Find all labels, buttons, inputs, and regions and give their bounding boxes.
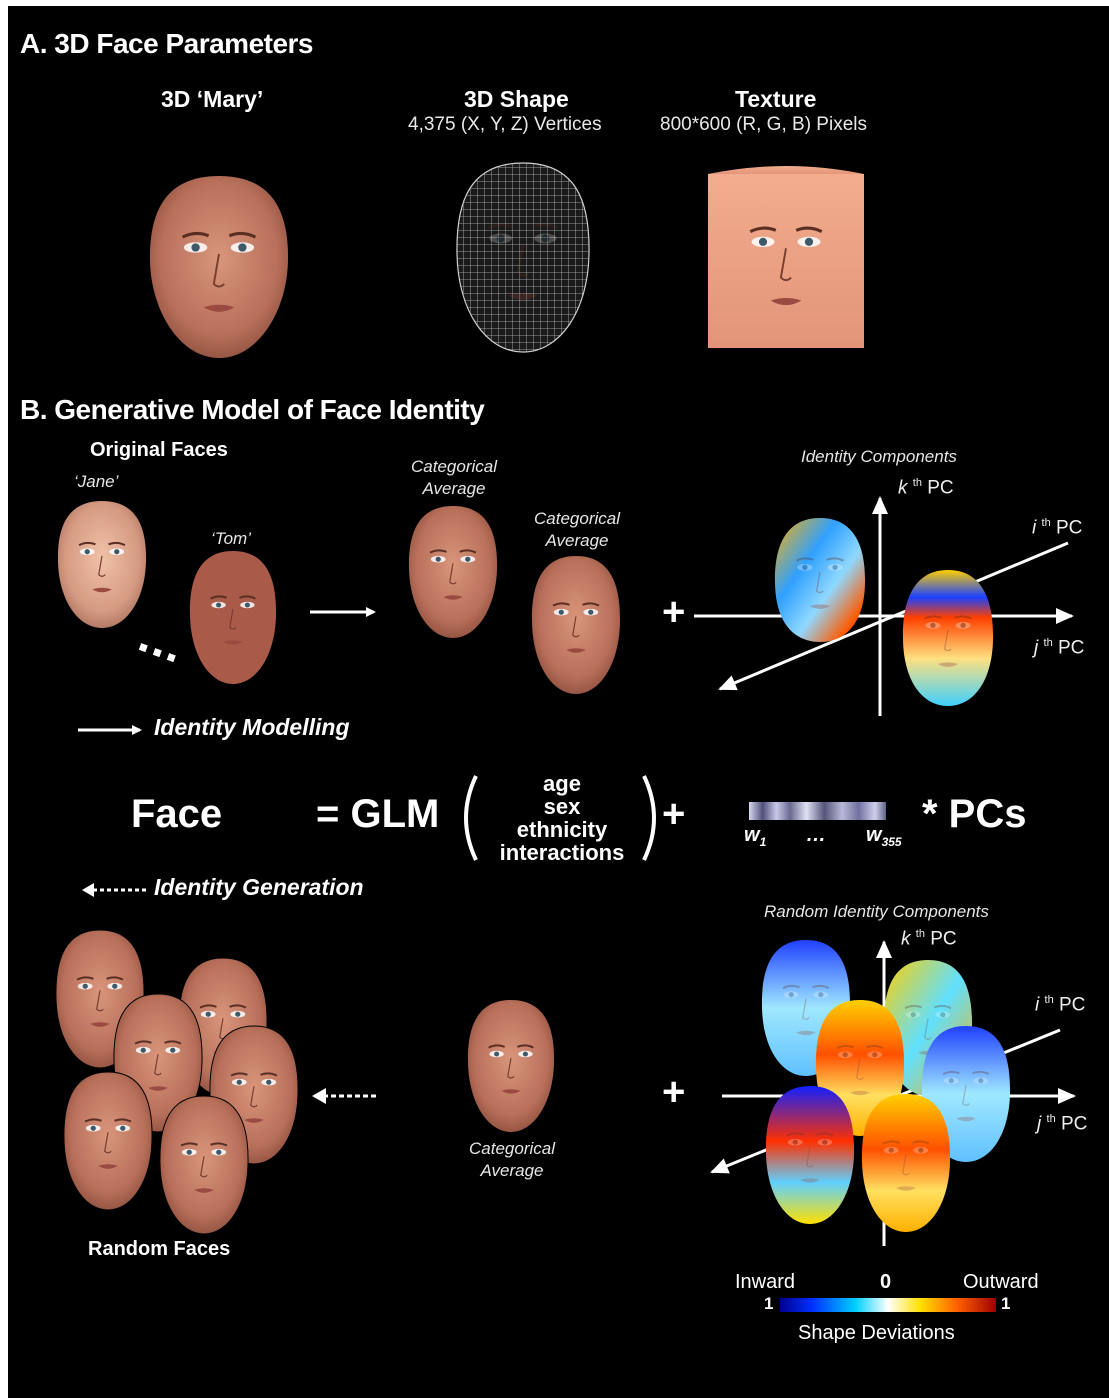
mary-face-image <box>150 176 288 358</box>
categorical-line: Categorical <box>529 508 625 530</box>
term-interactions: interactions <box>482 841 642 864</box>
pc-text: PC <box>1059 994 1085 1015</box>
i-pc-label-top: i th PC <box>1032 517 1082 539</box>
equation-left-paren <box>466 776 476 860</box>
random-component-face <box>766 1086 854 1224</box>
section-b-heading: B. Generative Model of Face Identity <box>20 394 484 426</box>
term-ethnicity: ethnicity <box>482 818 642 841</box>
random-faces-label: Random Faces <box>88 1238 230 1261</box>
w-sub: 1 <box>760 835 767 849</box>
plus-sign-top: + <box>662 590 685 635</box>
generation-arrow-dashed <box>312 1088 376 1104</box>
categorical-average-label-2: Categorical Average <box>529 508 625 552</box>
j-pc-label-top: j th PC <box>1034 637 1084 659</box>
random-face <box>160 1096 248 1234</box>
i-letter: i <box>1035 994 1039 1015</box>
categorical-average-face-2 <box>532 556 620 694</box>
categorical-average-face-1 <box>409 506 497 638</box>
tom-face-image <box>190 551 276 684</box>
weight-dots: … <box>806 824 826 847</box>
equation-equals-glm: = GLM <box>316 792 439 837</box>
equation-right-paren <box>644 776 654 860</box>
weight-vector-bar <box>749 802 886 820</box>
section-a-heading: A. 3D Face Parameters <box>20 28 313 60</box>
j-pc-label-bottom: j th PC <box>1037 1113 1087 1135</box>
figure-graphics <box>8 6 1109 1398</box>
random-component-face <box>862 1094 950 1232</box>
jane-face-image <box>58 501 146 628</box>
random-identity-component-faces <box>762 940 1010 1232</box>
pc-text: PC <box>930 928 956 949</box>
th-sup: th <box>1045 994 1054 1006</box>
term-sex: sex <box>482 795 642 818</box>
plus-sign-bottom: + <box>662 1070 685 1115</box>
colorbar-title: Shape Deviations <box>798 1322 955 1345</box>
identity-modelling-label: Identity Modelling <box>154 714 350 741</box>
colorbar-right-value: 1 <box>1001 1294 1010 1314</box>
colorbar-outward-label: Outward <box>963 1271 1039 1294</box>
th-sup: th <box>1047 1113 1056 1125</box>
equation-face: Face <box>131 792 222 837</box>
identity-components-axes <box>694 498 1072 716</box>
random-identity-components-label: Random Identity Components <box>764 902 989 922</box>
th-sup: th <box>1044 637 1053 649</box>
texture-subtitle: 800*600 (R, G, B) Pixels <box>660 114 867 136</box>
equation-times-pcs: * PCs <box>922 792 1027 837</box>
categorical-line: Categorical <box>464 1138 560 1160</box>
colorbar-inward-label: Inward <box>735 1271 795 1294</box>
categorical-average-label-3: Categorical Average <box>464 1138 560 1182</box>
j-letter: j <box>1037 1113 1041 1134</box>
i-letter: i <box>1032 517 1036 538</box>
i-pc-label-bottom: i th PC <box>1035 994 1085 1016</box>
shape-subtitle: 4,375 (X, Y, Z) Vertices <box>408 114 602 136</box>
identity-components-label: Identity Components <box>801 447 957 467</box>
categorical-average-face-3 <box>468 1000 554 1132</box>
identity-component-face-1 <box>775 518 865 642</box>
colorbar-left-value: 1 <box>764 1294 773 1314</box>
ellipsis-dots <box>139 643 176 662</box>
k-letter: k <box>898 477 908 498</box>
k-pc-label-bottom: k th PC <box>901 928 957 950</box>
pc-text: PC <box>1058 637 1084 658</box>
th-sup: th <box>913 477 922 489</box>
identity-generation-arrow <box>82 883 146 897</box>
original-faces-label: Original Faces <box>90 439 228 462</box>
average-line: Average <box>464 1160 560 1182</box>
w-letter: w <box>744 824 760 846</box>
w-sub: 355 <box>882 835 902 849</box>
th-sup: th <box>916 928 925 940</box>
texture-title: Texture <box>735 86 816 113</box>
jane-label: ‘Jane’ <box>74 472 118 492</box>
equation-plus: + <box>662 792 685 837</box>
tom-label: ‘Tom’ <box>211 529 251 549</box>
pc-text: PC <box>1061 1113 1087 1134</box>
random-face <box>64 1072 152 1210</box>
equation-glm-terms: age sex ethnicity interactions <box>482 772 642 864</box>
k-pc-label-top: k th PC <box>898 477 954 499</box>
j-letter: j <box>1034 637 1038 658</box>
k-letter: k <box>901 928 911 949</box>
average-line: Average <box>529 530 625 552</box>
figure-panel: A. 3D Face Parameters 3D ‘Mary’ 3D Shape… <box>8 6 1109 1398</box>
weight-w355-label: w355 <box>866 824 902 849</box>
mary-title: 3D ‘Mary’ <box>161 86 263 113</box>
identity-generation-label: Identity Generation <box>154 874 364 901</box>
pc-text: PC <box>927 477 953 498</box>
shape-title: 3D Shape <box>464 86 569 113</box>
term-age: age <box>482 772 642 795</box>
categorical-average-label-1: Categorical Average <box>406 456 502 500</box>
w-letter: w <box>866 824 882 846</box>
colorbar-zero-label: 0 <box>880 1271 891 1294</box>
identity-component-face-2 <box>903 570 993 706</box>
pc-text: PC <box>1056 517 1082 538</box>
shape-deviation-colorbar <box>780 1298 996 1312</box>
average-line: Average <box>406 478 502 500</box>
texture-map-image <box>708 166 864 348</box>
th-sup: th <box>1042 517 1051 529</box>
weight-w1-label: w1 <box>744 824 766 849</box>
random-faces-cluster <box>56 930 298 1234</box>
shape-wireframe-image <box>457 163 589 352</box>
categorical-line: Categorical <box>406 456 502 478</box>
